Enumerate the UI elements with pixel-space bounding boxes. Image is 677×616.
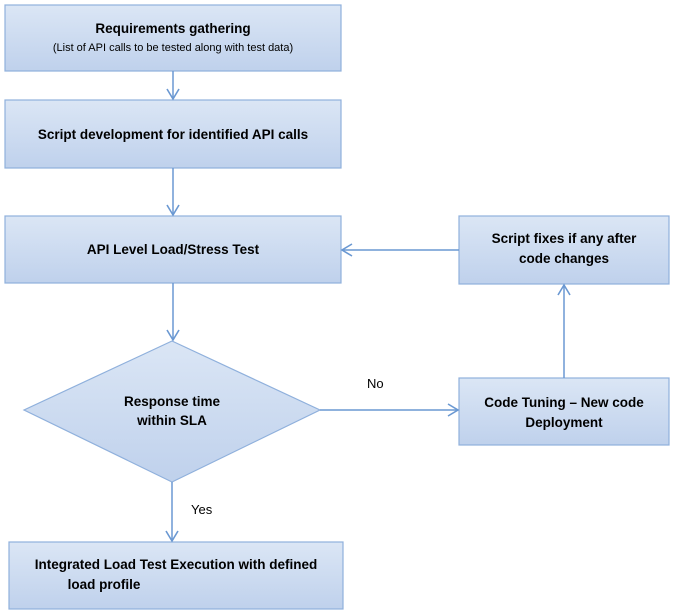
script-development-box: Script development for identified API ca…	[4, 99, 342, 169]
api-load-test-title: API Level Load/Stress Test	[87, 242, 260, 257]
integrated-test-box: Integrated Load Test Execution with defi…	[8, 541, 344, 610]
requirements-title: Requirements gathering	[95, 21, 250, 36]
code-tuning-line2: Deployment	[525, 415, 603, 430]
yes-label: Yes	[191, 502, 213, 517]
requirements-box: Requirements gathering (List of API call…	[4, 4, 342, 72]
api-load-test-box: API Level Load/Stress Test	[4, 215, 342, 284]
response-time-decision: Response time within SLA	[22, 340, 322, 483]
code-tuning-box: Code Tuning – New code Deployment	[458, 377, 670, 446]
code-tuning-line1: Code Tuning – New code	[484, 395, 644, 410]
integrated-test-line1: Integrated Load Test Execution with defi…	[35, 557, 318, 572]
script-development-title: Script development for identified API ca…	[38, 127, 308, 142]
script-fixes-line2: code changes	[519, 251, 609, 266]
script-fixes-box: Script fixes if any after code changes	[458, 215, 670, 285]
no-label: No	[367, 376, 384, 391]
decision-line1: Response time	[124, 394, 221, 409]
script-fixes-line1: Script fixes if any after	[492, 231, 638, 246]
integrated-test-line2: load profile	[68, 577, 141, 592]
decision-line2: within SLA	[136, 413, 207, 428]
requirements-subtitle: (List of API calls to be tested along wi…	[53, 42, 293, 54]
